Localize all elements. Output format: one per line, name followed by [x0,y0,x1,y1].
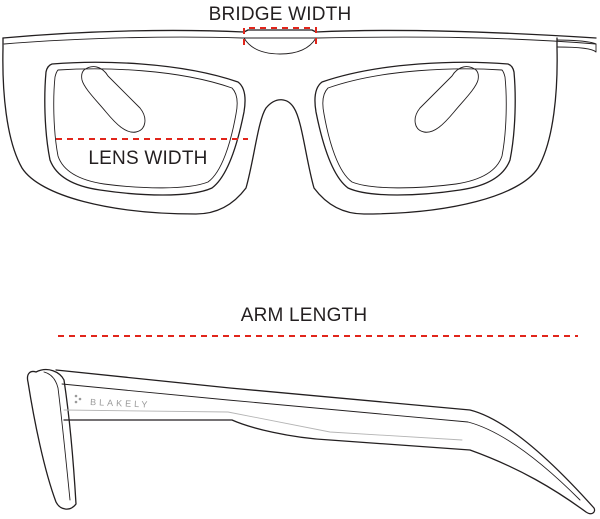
right-nose-pad [414,66,479,133]
left-lens [44,61,246,196]
right-lens [314,61,516,196]
frame-top-bar-inner [3,36,597,45]
brand-mark: BLAKELY [74,394,151,410]
brand-dot-icon [78,397,82,401]
brand-dot-icon [74,400,78,404]
arm-length-section: ARM LENGTH [58,305,578,337]
side-frame-front-inner [43,371,71,501]
side-frame-front [26,368,77,510]
frame-outline [2,37,558,215]
bridge-width-label: BRIDGE WIDTH [209,4,352,25]
brand-name: BLAKELY [90,397,151,410]
temple-arm [55,369,596,515]
side-view: BLAKELY [26,368,596,515]
right-lens-rim [322,68,507,189]
left-lens-rim [53,68,238,189]
arm-length-label: ARM LENGTH [241,305,368,326]
front-view: BRIDGE WIDTH LENS WIDTH [2,4,597,215]
lens-width-label: LENS WIDTH [88,148,207,169]
frame-right-cap [556,39,597,53]
temple-arm-highlight [63,409,463,441]
frame-top-bar [2,29,597,39]
brand-dot-icon [74,394,78,398]
left-nose-pad [81,66,146,133]
bridge-notch [243,37,317,55]
temple-arm-inner [61,383,581,501]
